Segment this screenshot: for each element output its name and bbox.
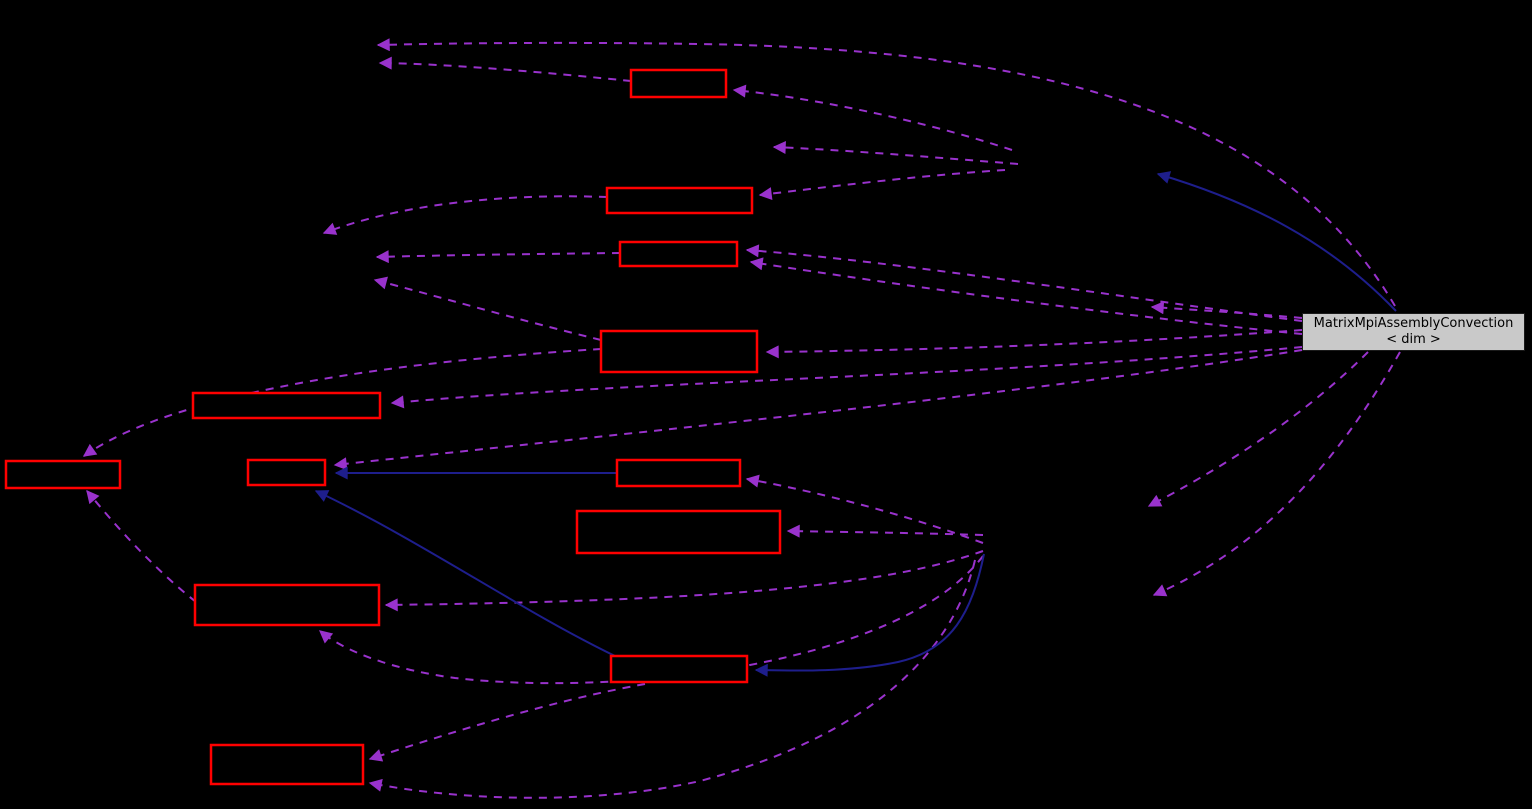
edge-main-to-node7	[333, 349, 1303, 471]
nodes-layer	[4, 68, 782, 786]
class-node-6[interactable]	[4, 459, 122, 490]
edge-main-to-node3-lower	[749, 257, 1303, 335]
edge-main-to-right-float-1	[1150, 301, 1303, 319]
edge-hub-to-node12-lower	[368, 559, 976, 799]
class-node-9[interactable]	[575, 509, 782, 555]
edge-hub-to-node8	[745, 474, 984, 544]
edge-main-to-node5	[390, 346, 1303, 409]
edge-main-to-right-float-3	[1152, 351, 1401, 597]
edge-hub-top-to-node2	[758, 169, 1006, 201]
main-class-template-arg: < dim >	[1386, 332, 1441, 347]
edge-hub-to-node10-right	[384, 550, 984, 612]
edge-main-to-top-left-arrow	[376, 38, 1396, 307]
class-node-12[interactable]	[209, 743, 365, 786]
edge-main-to-node3-upper	[745, 244, 1303, 322]
edge-node3-to-float-arrow	[375, 250, 621, 264]
edge-hub-top-to-mid-arrow	[772, 141, 1019, 165]
class-node-7[interactable]	[246, 458, 327, 487]
class-node-3[interactable]	[618, 240, 739, 268]
edge-node10-to-node6-bottom	[86, 489, 197, 603]
edges-layer	[82, 38, 1401, 799]
edge-node11-to-node7-solid	[314, 490, 616, 657]
edge-main-to-node4	[765, 329, 1303, 359]
class-node-5[interactable]	[191, 391, 382, 420]
class-node-10[interactable]	[193, 583, 381, 627]
class-node-8[interactable]	[615, 458, 742, 488]
main-class-node[interactable]: MatrixMpiAssemblyConvection < dim >	[1302, 313, 1525, 351]
main-class-name: MatrixMpiAssemblyConvection	[1313, 316, 1514, 331]
class-node-11[interactable]	[609, 654, 749, 684]
edge-node1-to-left-arrow	[378, 56, 632, 82]
class-node-2[interactable]	[605, 186, 754, 215]
class-node-1[interactable]	[629, 68, 728, 99]
edge-node4-to-float-arrow	[373, 276, 602, 341]
edge-node2-to-float-arrow	[322, 195, 608, 235]
edge-node4-to-node6-top	[82, 348, 602, 457]
class-node-4[interactable]	[599, 329, 759, 374]
edge-main-to-right-float-2	[1147, 351, 1369, 507]
edge-hub-to-node10-bottom	[319, 555, 984, 685]
edge-main-to-top-hub-solid	[1156, 171, 1397, 312]
edge-node11-to-node12-upper	[368, 683, 646, 762]
edge-hub-top-to-node1	[732, 84, 1013, 151]
edge-hub-to-node11-solid	[754, 553, 985, 677]
edge-hub-to-node9	[786, 524, 984, 538]
